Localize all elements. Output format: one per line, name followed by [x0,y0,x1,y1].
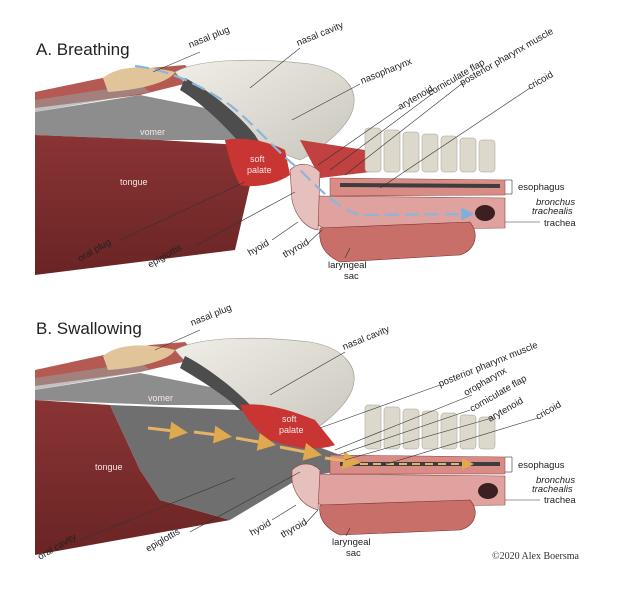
nasal-cavity-label: nasal cavity [341,324,391,353]
copyright-credit: ©2020 Alex Boersma [491,551,579,562]
laryngeal-sac-label-2: sac [344,271,359,282]
trachea-opening [475,205,495,221]
nasal-cavity-channel [180,356,262,420]
soft-palate-shape [240,404,335,449]
esophagus-label: esophagus [518,460,565,471]
food-flow-arrows [147,421,474,470]
tongue-shape [35,135,250,275]
vertebrae [364,404,496,450]
bronchus-label-2: trachealis [532,484,573,495]
vertebrae [364,127,496,173]
vomer-label: vomer [148,393,173,403]
nasal-plug-label: nasal plug [189,302,233,328]
bronchus-label-1: bronchus [536,197,575,208]
panel-b-title: B. Swallowing [36,319,142,338]
vomer-label: vomer [140,127,165,137]
cricoid-label: cricoid [534,399,563,422]
hyoid-label: hyoid [248,518,273,539]
cricoid-label: cricoid [526,69,555,92]
nasopharynx-label: nasopharynx [359,56,414,87]
laryngeal-sac-shape [319,221,476,263]
soft-palate-shape [225,138,290,187]
panel-a-title: A. Breathing [36,40,130,59]
thyroid-label: thyroid [281,237,311,261]
tongue-label: tongue [95,462,123,472]
air-flow-arrow [134,64,475,221]
nasal-plug-shape [103,67,175,92]
larynx-cartilage [291,463,321,511]
pharynx-muscle-shape [300,140,370,178]
upper-jaw-shape [35,373,240,405]
laryngeal-sac-label-1: laryngeal [332,537,371,548]
trachea-label: trachea [544,218,576,229]
nasal-plug-shape [103,345,175,370]
nasal-plug-label: nasal plug [187,24,231,50]
panel-b-illustration: vomer tongue soft palate nasal plug nasa… [35,302,576,563]
bronchus-label-1: bronchus [536,475,575,486]
thyroid-label: thyroid [279,517,309,541]
hyoid-label: hyoid [246,238,271,259]
soft-palate-label-2: palate [279,425,304,435]
upper-jaw-shape [35,95,240,140]
panel-a-illustration: vomer tongue soft palate nasal plug nasa… [35,20,576,282]
esophagus-label: esophagus [518,182,565,193]
snout-grey [35,362,150,390]
trachea-opening [478,483,498,499]
esophagus-lumen [339,183,501,188]
tongue-shape [35,400,230,555]
laryngeal-sac-label-2: sac [346,548,361,559]
laryngeal-sac-label-1: laryngeal [328,260,367,271]
tongue-label: tongue [120,177,148,187]
soft-palate-label-1: soft [282,414,297,424]
snout-grey [35,84,150,112]
trachea-label: trachea [544,495,576,506]
bronchus-label-2: trachealis [532,206,573,217]
larynx-cartilage [289,163,321,231]
soft-palate-label-2: palate [247,165,272,175]
laryngeal-sac-shape [319,499,476,536]
soft-palate-label-1: soft [250,154,265,164]
nasal-cavity-label: nasal cavity [295,20,345,49]
